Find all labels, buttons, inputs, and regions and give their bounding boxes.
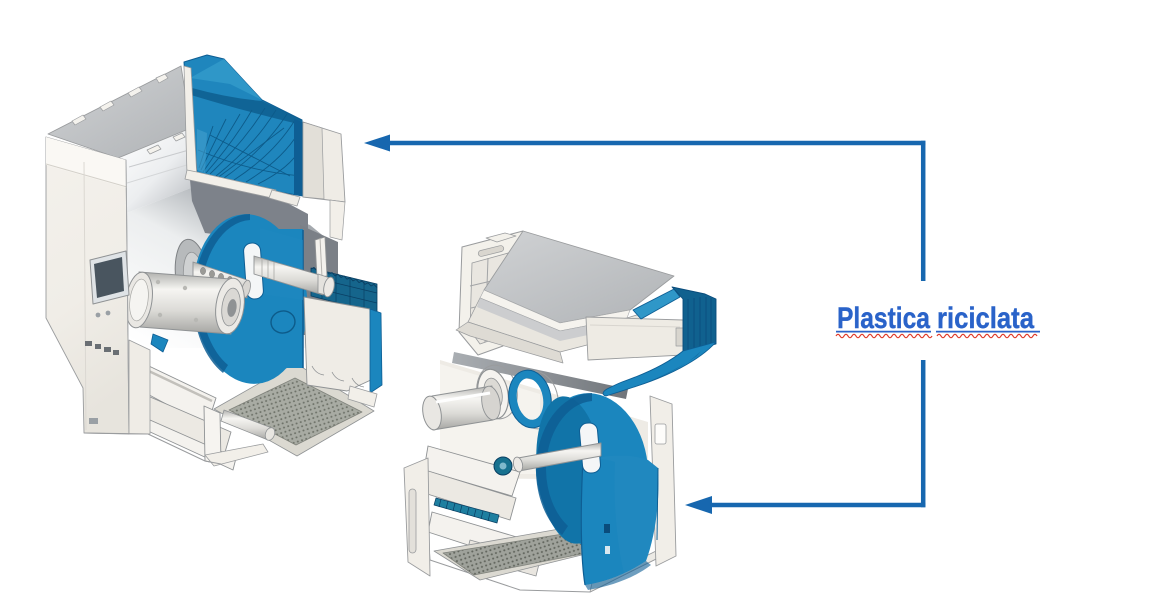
- svg-text:riciclata: riciclata: [937, 302, 1034, 335]
- svg-text:Plastica: Plastica: [837, 302, 930, 335]
